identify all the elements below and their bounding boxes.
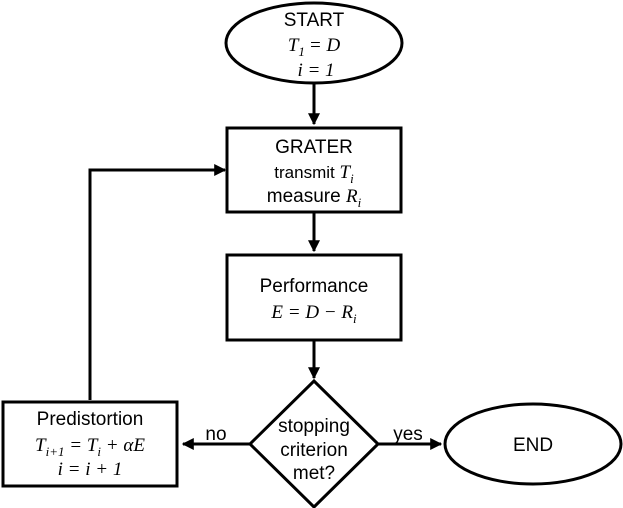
decision-line-3: met?	[293, 463, 335, 484]
start-equation-1: T1= D	[288, 35, 341, 59]
edge-label-yes: yes	[393, 424, 423, 445]
decision-line-1: stopping	[278, 416, 350, 437]
performance-equation: E = D − Ri	[270, 302, 357, 326]
predistortion-node: Predistortion Ti+1 = Ti + αE i = i + 1	[1, 400, 179, 488]
start-node: START T1= D i = 1	[224, 1, 404, 85]
performance-title: Performance	[260, 276, 369, 297]
end-node: END	[443, 402, 623, 486]
predistortion-title: Predistortion	[37, 409, 144, 430]
edge-label-no: no	[205, 424, 226, 445]
start-equation-2: i = 1	[297, 60, 334, 81]
decision-node: stopping criterion met?	[247, 378, 381, 508]
performance-node: Performance E = D − Ri	[225, 253, 403, 342]
predistortion-equation-1: Ti+1 = Ti + αE	[35, 435, 145, 459]
edge-feedback-loop	[88, 164, 227, 400]
grater-line-transmit: transmit Ti	[274, 162, 354, 186]
grater-line-measure: measure Ri	[267, 186, 362, 210]
grater-node: GRATER transmit Ti measure Ri	[225, 126, 403, 214]
start-title: START	[284, 10, 345, 31]
decision-line-2: criterion	[280, 440, 348, 461]
end-title: END	[513, 435, 553, 456]
predistortion-equation-2: i = i + 1	[58, 459, 123, 480]
grater-title: GRATER	[275, 137, 353, 158]
